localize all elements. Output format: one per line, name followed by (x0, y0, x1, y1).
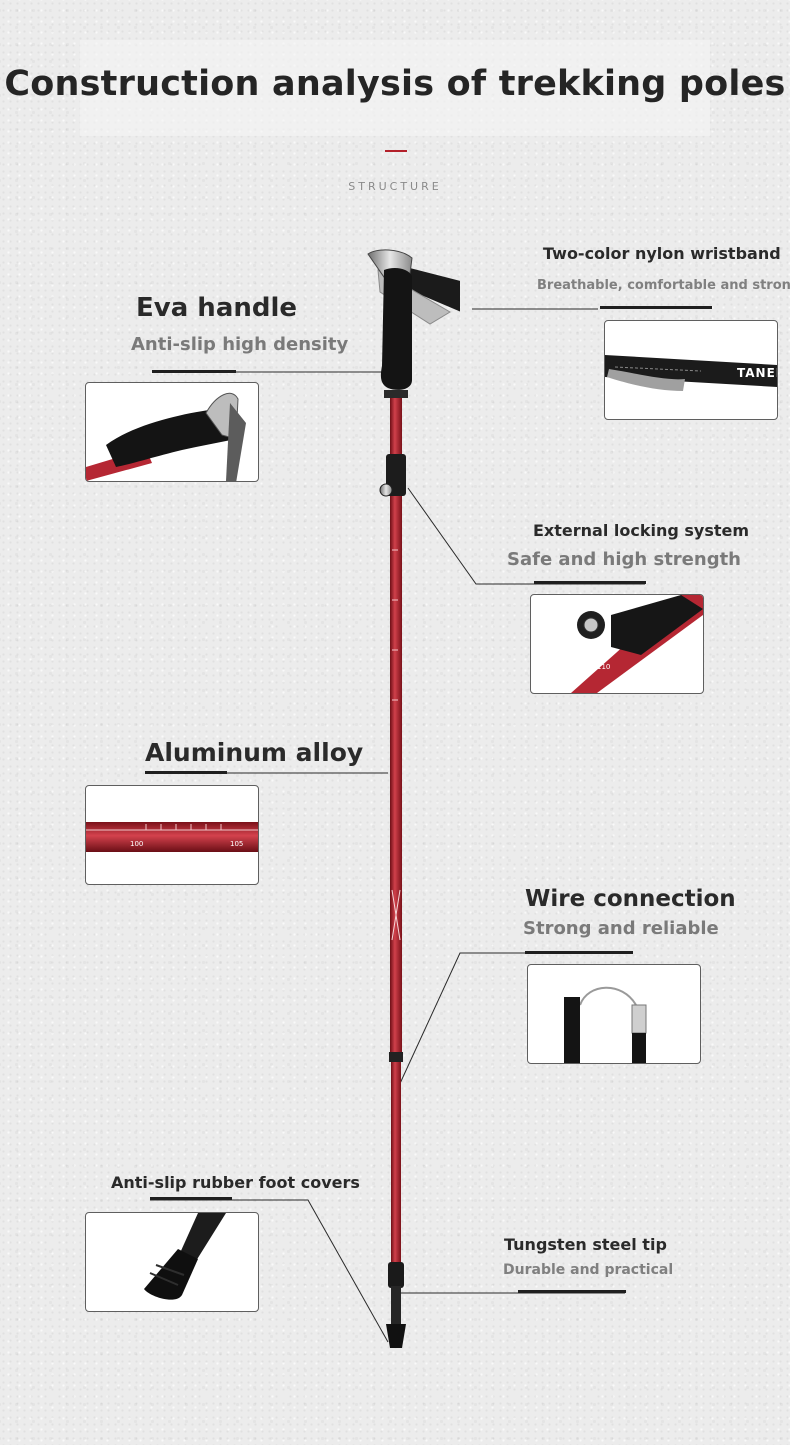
alloy-tube-image: 100 105 (86, 822, 258, 852)
lower-tube (391, 1062, 401, 1262)
title-accent-line (385, 150, 407, 152)
wire-closeup (527, 964, 701, 1064)
pole-graphic-print (391, 889, 401, 941)
lock-screw (379, 483, 393, 497)
alloy-tube-closeup: 100 105 (85, 785, 259, 885)
eva-subheading: Anti-slip high density (131, 334, 349, 355)
foot-heading: Anti-slip rubber foot covers (111, 1173, 360, 1192)
tip-collar (388, 1262, 404, 1288)
wristband-heading: Two-color nylon wristband (543, 244, 781, 263)
lock-heading: External locking system (533, 521, 750, 540)
eva-handle-closeup (85, 382, 259, 482)
rubber-foot-image (144, 1213, 226, 1300)
wristband-closeup: TANER (604, 320, 778, 420)
middle-tube (390, 496, 402, 1056)
trekking-pole-illustration: DAYARD (367, 249, 460, 1348)
tip-subheading: Durable and practical (503, 1262, 674, 1278)
eva-heading: Eva handle (136, 293, 298, 323)
lock-underline (534, 581, 646, 584)
page-title: Construction analysis of trekking poles (4, 64, 786, 104)
lock-scale-text: 110 (597, 663, 610, 671)
lock-leader-line (407, 487, 645, 585)
lock-image: 110 (571, 595, 703, 693)
title-band (80, 40, 710, 136)
lock-clamp (386, 454, 406, 496)
alloy-heading: Aluminum alloy (145, 738, 364, 767)
wristband-underline (600, 306, 712, 309)
alloy-scale-text-2: 105 (230, 840, 243, 848)
wrist-strap (400, 266, 460, 312)
wire-subheading: Strong and reliable (523, 918, 719, 939)
foot-underline (150, 1197, 232, 1200)
eva-handle-image (86, 392, 246, 481)
rubber-foot-cover (386, 1324, 406, 1348)
eva-underline (152, 370, 236, 373)
wristband-image: TANER (605, 355, 777, 391)
alloy-underline (145, 771, 227, 774)
rubber-foot-closeup (85, 1212, 259, 1312)
wire-image (564, 986, 647, 1063)
page-subtitle: STRUCTURE (348, 180, 442, 193)
tip-underline (518, 1290, 626, 1293)
wristband-brand-text: TANER (737, 366, 777, 380)
alloy-scale-text-1: 100 (130, 840, 143, 848)
grip-collar (384, 390, 408, 398)
tip-heading: Tungsten steel tip (504, 1235, 667, 1254)
tube-joint (389, 1052, 403, 1062)
foot-leader-line (150, 1199, 389, 1343)
wristband-subheading: Breathable, comfortable and strong (537, 278, 790, 293)
tip-shaft (391, 1286, 401, 1326)
eva-foam-grip (380, 268, 412, 390)
upper-tube (390, 398, 402, 460)
wire-heading: Wire connection (525, 886, 736, 912)
wire-underline (525, 951, 633, 954)
lock-subheading: Safe and high strength (507, 549, 741, 570)
lock-closeup: 110 (530, 594, 704, 694)
